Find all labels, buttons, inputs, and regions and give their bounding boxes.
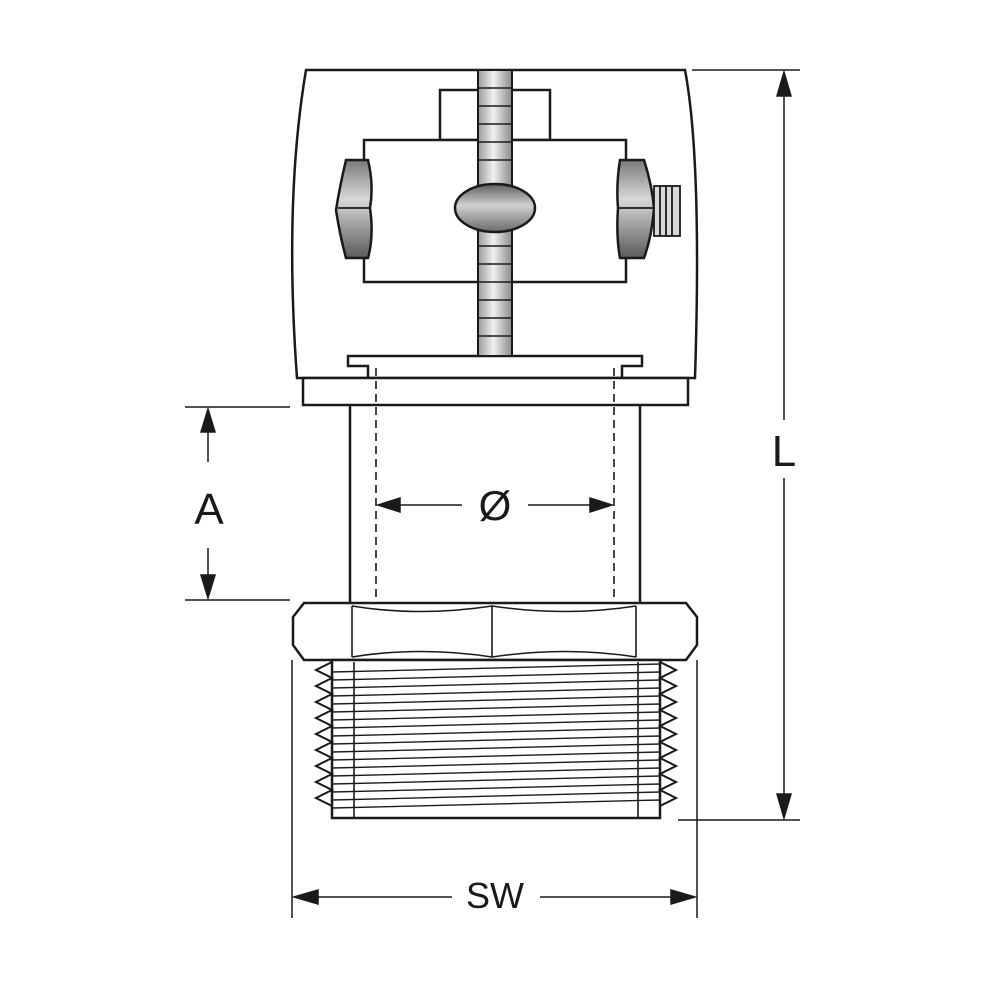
hex-nut	[291, 601, 699, 662]
thread-right-profile	[657, 661, 679, 807]
dimension-length	[678, 69, 800, 821]
head-threaded-stud	[653, 185, 681, 237]
dimension-diameter	[375, 496, 615, 514]
dimension-label-length: L	[772, 427, 796, 476]
dimension-insertion-depth	[185, 406, 290, 601]
dimension-label-diameter: Ø	[479, 482, 512, 529]
head-left-knob	[334, 158, 373, 260]
dimension-wrench-size	[291, 660, 698, 918]
arrowhead-down-icon	[776, 793, 792, 821]
thread-left-profile	[313, 661, 335, 807]
arrowhead-up-icon	[776, 69, 792, 97]
collar-ring	[301, 376, 690, 407]
male-thread	[313, 658, 679, 820]
dimension-label-wrench-size: SW	[466, 875, 524, 916]
arrowhead-down-icon	[199, 574, 217, 601]
head-right-knob	[616, 158, 656, 260]
head-center-lug	[453, 182, 537, 234]
arrowhead-left-icon	[375, 496, 401, 514]
arrowhead-right-icon	[589, 496, 615, 514]
dimension-label-insertion-depth: A	[194, 485, 224, 534]
arrowhead-right-icon	[670, 889, 698, 905]
arrowhead-left-icon	[291, 889, 319, 905]
head-inner-flange	[346, 354, 644, 380]
arrowhead-up-icon	[199, 406, 217, 433]
